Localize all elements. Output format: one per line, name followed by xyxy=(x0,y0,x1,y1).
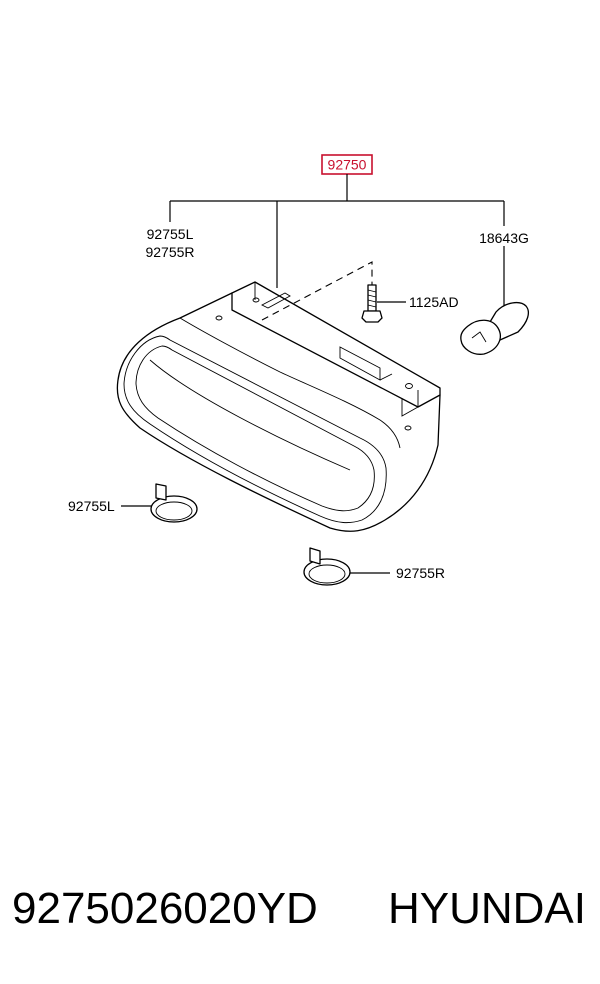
callout-cap-r-top: 92755R xyxy=(145,244,194,260)
callout-screw: 1125AD xyxy=(409,294,459,310)
part-number: 9275026020YD xyxy=(12,884,318,933)
bulb-part xyxy=(460,301,529,355)
callout-cap-r-side: 92755R xyxy=(396,565,445,581)
screw-part xyxy=(361,284,383,323)
cap-l-part xyxy=(150,483,198,523)
brand-name: HYUNDAI xyxy=(387,884,586,933)
callout-bulb: 18643G xyxy=(479,230,529,246)
part-info-footer: 9275026020YD HYUNDAI xyxy=(0,880,600,950)
assembly-callout-label: 92750 xyxy=(328,157,367,173)
lamp-housing xyxy=(116,281,441,532)
callout-cap-l-top: 92755L xyxy=(147,226,194,242)
alignment-dash-line xyxy=(261,261,373,321)
leader-lines xyxy=(121,174,505,574)
callout-cap-l-side: 92755L xyxy=(68,498,115,514)
cap-r-part xyxy=(303,547,351,586)
